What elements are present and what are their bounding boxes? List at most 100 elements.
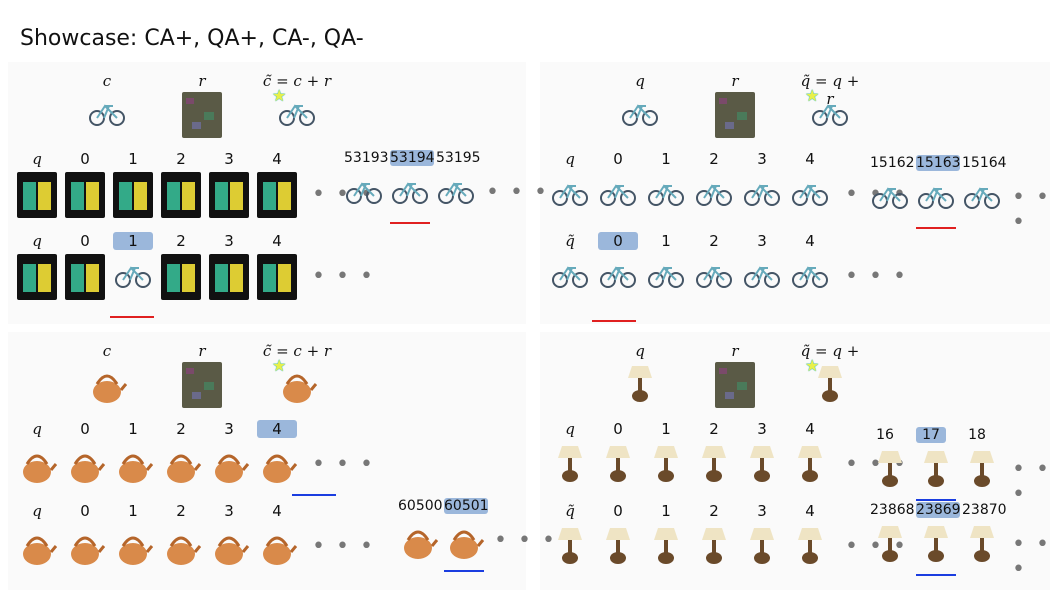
ellipsis: • • • [494, 528, 557, 553]
result-image [790, 254, 830, 300]
header-label: c [102, 72, 112, 90]
result-image [257, 172, 297, 218]
result-image [790, 524, 830, 570]
rank-label: 2 [709, 232, 719, 250]
header-label: c̃ = c + r [262, 342, 332, 360]
rank-label: 4 [272, 150, 282, 168]
retrieval-image [870, 175, 910, 221]
retrieval-id: 15164 [962, 155, 1007, 171]
result-image [694, 254, 734, 300]
query-image [810, 362, 850, 408]
ellipsis: • • • [312, 452, 375, 477]
result-image [209, 254, 249, 300]
retrieval-image [444, 518, 484, 564]
ellipsis: • • • [312, 534, 375, 559]
rank-label: 3 [224, 420, 234, 438]
rank-label: 4 [272, 502, 282, 520]
result-image [550, 254, 590, 300]
ellipsis: • • • [1012, 457, 1051, 507]
retrieval-image [344, 170, 384, 216]
noise-image [715, 362, 755, 408]
ellipsis: • • • [1012, 532, 1051, 582]
result-image [17, 442, 57, 488]
retrieval-id: 60500 [398, 498, 443, 514]
rank-label: 3 [757, 502, 767, 520]
result-image [694, 172, 734, 218]
rank-label: q̃ [565, 502, 575, 520]
result-image [742, 524, 782, 570]
rank-label: 1 [128, 150, 138, 168]
header-label: q [635, 342, 645, 360]
retrieval-id: 17 [916, 427, 946, 443]
header-label: r [198, 342, 206, 360]
rank-label: 2 [176, 150, 186, 168]
rank-label: 0 [598, 232, 638, 250]
rank-label: 1 [661, 150, 671, 168]
query-image [620, 362, 660, 408]
noise-image [715, 92, 755, 138]
result-image [257, 254, 297, 300]
result-image [742, 254, 782, 300]
rank-label: 1 [661, 420, 671, 438]
header-label: c [102, 342, 112, 360]
result-image [694, 524, 734, 570]
rank-label: q [32, 502, 42, 520]
header-label: r [198, 72, 206, 90]
result-image [742, 172, 782, 218]
rank-label: q [32, 150, 42, 168]
retrieval-id: 16 [876, 427, 894, 443]
rank-label: 1 [128, 420, 138, 438]
rank-label: 2 [176, 420, 186, 438]
result-image [161, 442, 201, 488]
rank-label: 3 [224, 232, 234, 250]
rank-label: 4 [272, 232, 282, 250]
rank-label: 0 [80, 150, 90, 168]
result-image [209, 442, 249, 488]
retrieval-image [870, 522, 910, 568]
rank-label: 0 [613, 420, 623, 438]
rank-label: 3 [757, 420, 767, 438]
result-image [257, 524, 297, 570]
rank-label: 4 [805, 150, 815, 168]
rank-label: 1 [128, 502, 138, 520]
header-label: r [731, 72, 739, 90]
result-image [161, 524, 201, 570]
ellipsis: • • • [845, 264, 908, 289]
retrieval-image [962, 447, 1002, 493]
result-image [65, 254, 105, 300]
rank-label: 2 [176, 502, 186, 520]
rank-label: 2 [176, 232, 186, 250]
result-image [646, 254, 686, 300]
retrieval-image [398, 518, 438, 564]
result-image [550, 524, 590, 570]
result-image [113, 524, 153, 570]
result-image [65, 524, 105, 570]
rank-label: 0 [80, 420, 90, 438]
retrieval-image [916, 522, 956, 568]
rank-label: q [565, 420, 575, 438]
rank-label: 4 [805, 232, 815, 250]
query-image [87, 92, 127, 138]
rank-label: 2 [709, 150, 719, 168]
rank-label: 1 [661, 232, 671, 250]
ellipsis: • • • [486, 180, 549, 205]
header-label: r [731, 342, 739, 360]
retrieval-image [916, 175, 956, 221]
result-image [17, 172, 57, 218]
result-image [65, 172, 105, 218]
direction-arrow [916, 499, 956, 501]
retrieval-id: 15162 [870, 155, 915, 171]
retrieval-image [916, 447, 956, 493]
result-image [742, 442, 782, 488]
retrieval-image [962, 522, 1002, 568]
result-image [550, 172, 590, 218]
retrieval-image [962, 175, 1002, 221]
retrieval-id: 53194 [390, 150, 435, 166]
direction-arrow [916, 227, 956, 229]
retrieval-image [870, 447, 910, 493]
result-image [598, 172, 638, 218]
result-image [17, 254, 57, 300]
rank-label: 3 [224, 502, 234, 520]
retrieval-image [436, 170, 476, 216]
rank-label: 4 [805, 420, 815, 438]
